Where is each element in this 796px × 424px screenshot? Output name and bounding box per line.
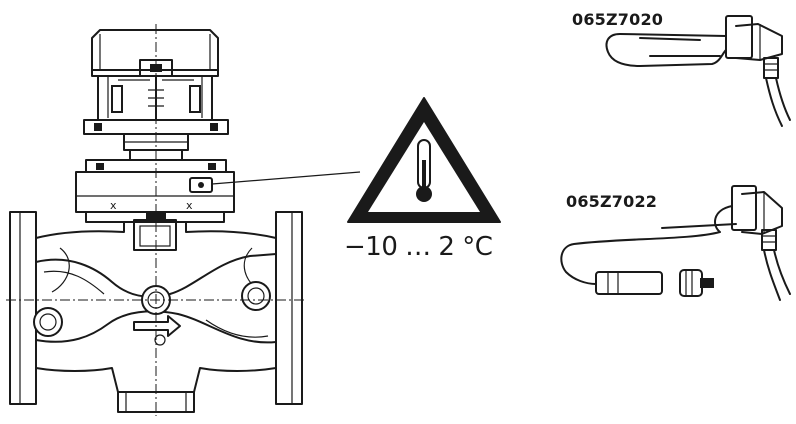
thermometer-warning-icon bbox=[347, 97, 501, 223]
svg-text:x: x bbox=[186, 199, 193, 212]
actuator-frame bbox=[91, 29, 219, 121]
heater-065z7020-drawing bbox=[605, 15, 791, 127]
part-code-065z7022: 065Z7022 bbox=[566, 192, 658, 211]
part-code-065z7020: 065Z7020 bbox=[572, 10, 664, 29]
bonnet-block: x x bbox=[75, 171, 235, 251]
heater-065z7022-drawing bbox=[560, 185, 791, 301]
valve-assembly: x x bbox=[6, 24, 361, 416]
temperature-range: −10 … 2 °C bbox=[344, 232, 493, 262]
svg-text:x: x bbox=[110, 199, 117, 212]
